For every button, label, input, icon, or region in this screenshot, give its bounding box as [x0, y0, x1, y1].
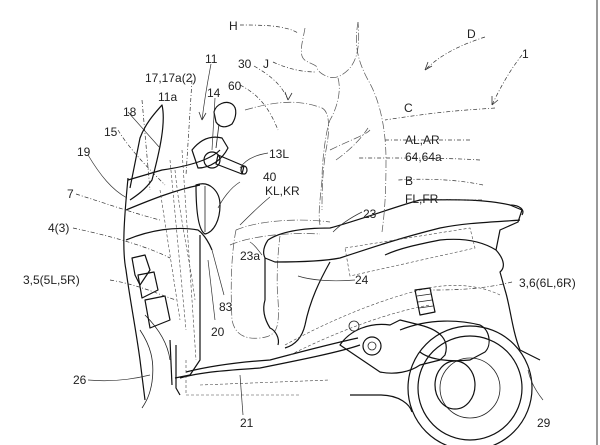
label-64-64a: 64,64a [405, 150, 442, 164]
rear-wheel-assembly [339, 287, 533, 445]
rear-body [262, 199, 541, 361]
label-H: H [229, 19, 238, 33]
reference-labels: H D 1 J 30 11 17,17a(2) 60 11a 14 18 C 1… [23, 19, 576, 430]
label-23a: 23a [240, 249, 260, 263]
label-14: 14 [207, 86, 221, 100]
label-15: 15 [104, 125, 118, 139]
label-7: 7 [67, 187, 74, 201]
label-29: 29 [537, 416, 551, 430]
label-1: 1 [522, 47, 529, 61]
label-18: 18 [123, 105, 137, 119]
label-24: 24 [355, 273, 369, 287]
label-B: B [405, 174, 413, 188]
label-3-5-5L-5R: 3,5(5L,5R) [23, 273, 80, 287]
rider-outline [229, 21, 387, 339]
label-40: 40 [263, 170, 277, 184]
label-21: 21 [240, 416, 254, 430]
label-AL-AR: AL,AR [405, 133, 440, 147]
label-30: 30 [238, 57, 252, 71]
label-J: J [263, 57, 269, 71]
label-11a: 11a [158, 90, 177, 104]
label-19: 19 [77, 145, 91, 159]
label-FL-FR: FL,FR [405, 192, 439, 206]
label-17-17a-2: 17,17a(2) [145, 71, 196, 85]
front-body [123, 101, 361, 409]
label-13L: 13L [269, 147, 289, 161]
label-60: 60 [228, 79, 242, 93]
label-4-3: 4(3) [48, 221, 69, 235]
label-C: C [404, 101, 413, 115]
label-D: D [467, 27, 476, 41]
label-KL-KR: KL,KR [265, 184, 300, 198]
leader-lines [72, 24, 544, 416]
label-3-6-6L-6R: 3,6(6L,6R) [519, 276, 576, 290]
label-83: 83 [219, 300, 233, 314]
label-26: 26 [73, 373, 87, 387]
label-23: 23 [363, 207, 377, 221]
label-11: 11 [205, 52, 218, 66]
label-20: 20 [211, 325, 225, 339]
